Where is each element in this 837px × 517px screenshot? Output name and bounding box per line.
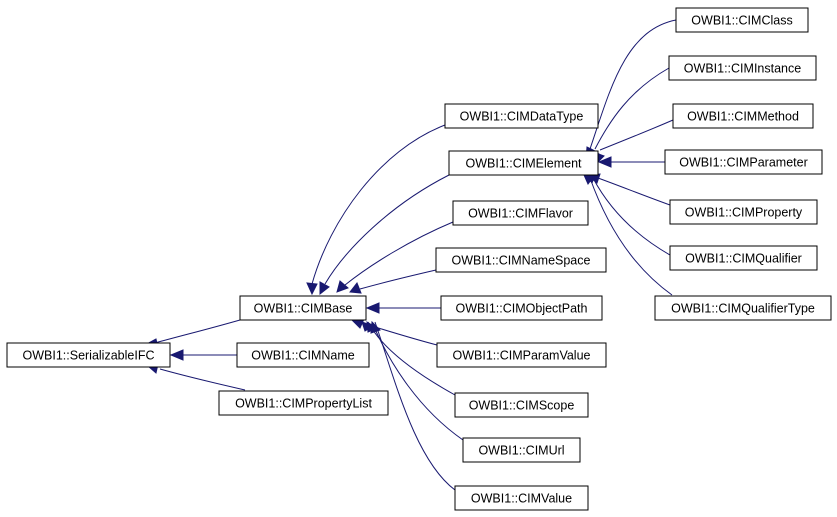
node-label: OWBI1::CIMInstance xyxy=(684,62,801,76)
node-cim-instance[interactable]: OWBI1::CIMInstance xyxy=(668,55,817,81)
node-cim-name[interactable]: OWBI1::CIMName xyxy=(236,342,370,368)
arrowhead xyxy=(336,280,349,293)
node-label: OWBI1::CIMFlavor xyxy=(468,207,573,221)
node-cim-qualifier[interactable]: OWBI1::CIMQualifier xyxy=(669,245,818,271)
node-label: OWBI1::CIMParamValue xyxy=(452,349,590,363)
edge-cimproperty-to-cimelement xyxy=(597,177,671,206)
arrowhead xyxy=(319,281,330,296)
node-label: OWBI1::CIMProperty xyxy=(685,206,803,220)
node-label: OWBI1::CIMDataType xyxy=(460,110,584,124)
node-cim-url[interactable]: OWBI1::CIMUrl xyxy=(462,437,581,463)
edge-cimelement-to-cimbase xyxy=(324,174,450,285)
node-label: OWBI1::CIMObjectPath xyxy=(456,302,588,316)
edge-cimvalue-to-cimbase xyxy=(374,321,456,491)
node-label: OWBI1::CIMPropertyList xyxy=(235,397,372,411)
edge-ciminstance-to-cimelement xyxy=(594,67,670,150)
edge-cimpropertylist-to-serializableifc xyxy=(159,368,246,391)
node-cim-property[interactable]: OWBI1::CIMProperty xyxy=(669,199,818,225)
node-cim-object-path[interactable]: OWBI1::CIMObjectPath xyxy=(440,295,603,321)
edge-cimbase-to-serializableifc xyxy=(154,319,241,344)
node-label: OWBI1::CIMBase xyxy=(254,302,353,316)
edge-cimflavor-to-cimbase xyxy=(344,221,454,286)
arrowhead xyxy=(349,282,362,294)
node-label: OWBI1::CIMElement xyxy=(466,157,583,171)
node-label: OWBI1::CIMQualifierType xyxy=(671,302,815,316)
node-label: OWBI1::CIMName xyxy=(251,349,355,363)
node-cim-element[interactable]: OWBI1::CIMElement xyxy=(448,150,599,176)
node-label: OWBI1::CIMParameter xyxy=(679,156,808,170)
node-label: OWBI1::CIMQualifier xyxy=(685,252,802,266)
node-cim-class[interactable]: OWBI1::CIMClass xyxy=(675,7,809,33)
edge-cimqualifiertype-to-cimelement xyxy=(589,177,673,296)
node-cim-value[interactable]: OWBI1::CIMValue xyxy=(454,485,589,511)
edge-cimnamespace-to-cimbase xyxy=(359,269,437,290)
node-label: OWBI1::CIMMethod xyxy=(687,110,799,124)
node-cim-base[interactable]: OWBI1::CIMBase xyxy=(239,295,367,321)
arrowhead xyxy=(365,302,380,314)
arrowhead xyxy=(169,349,184,361)
edge-cimclass-to-cimelement xyxy=(589,19,677,150)
node-label: OWBI1::CIMValue xyxy=(471,492,572,506)
node-serializable-ifc[interactable]: OWBI1::SerializableIFC xyxy=(6,342,171,368)
node-cim-scope[interactable]: OWBI1::CIMScope xyxy=(454,392,589,418)
arrowhead xyxy=(370,320,381,334)
node-cim-parameter[interactable]: OWBI1::CIMParameter xyxy=(664,149,823,175)
nodes: OWBI1::SerializableIFC OWBI1::CIMBase OW… xyxy=(6,7,832,511)
node-cim-name-space[interactable]: OWBI1::CIMNameSpace xyxy=(435,247,607,273)
node-cim-qualifier-type[interactable]: OWBI1::CIMQualifierType xyxy=(654,295,832,321)
edge-cimurl-to-cimbase xyxy=(371,321,464,441)
node-label: OWBI1::CIMClass xyxy=(691,14,792,28)
node-cim-data-type[interactable]: OWBI1::CIMDataType xyxy=(444,103,599,129)
node-cim-param-value[interactable]: OWBI1::CIMParamValue xyxy=(436,342,607,368)
node-cim-flavor[interactable]: OWBI1::CIMFlavor xyxy=(452,200,589,226)
node-label: OWBI1::CIMScope xyxy=(469,399,575,413)
node-cim-property-list[interactable]: OWBI1::CIMPropertyList xyxy=(218,390,389,416)
edge-cimmethod-to-cimelement xyxy=(599,119,674,151)
arrowhead xyxy=(597,156,612,168)
node-label: OWBI1::SerializableIFC xyxy=(23,349,155,363)
edge-cimdatatype-to-cimbase xyxy=(311,124,446,285)
arrowhead xyxy=(306,282,318,296)
edge-cimqualifier-to-cimelement xyxy=(592,177,671,256)
node-label: OWBI1::CIMNameSpace xyxy=(452,254,591,268)
node-label: OWBI1::CIMUrl xyxy=(478,444,564,458)
node-cim-method[interactable]: OWBI1::CIMMethod xyxy=(672,103,814,129)
